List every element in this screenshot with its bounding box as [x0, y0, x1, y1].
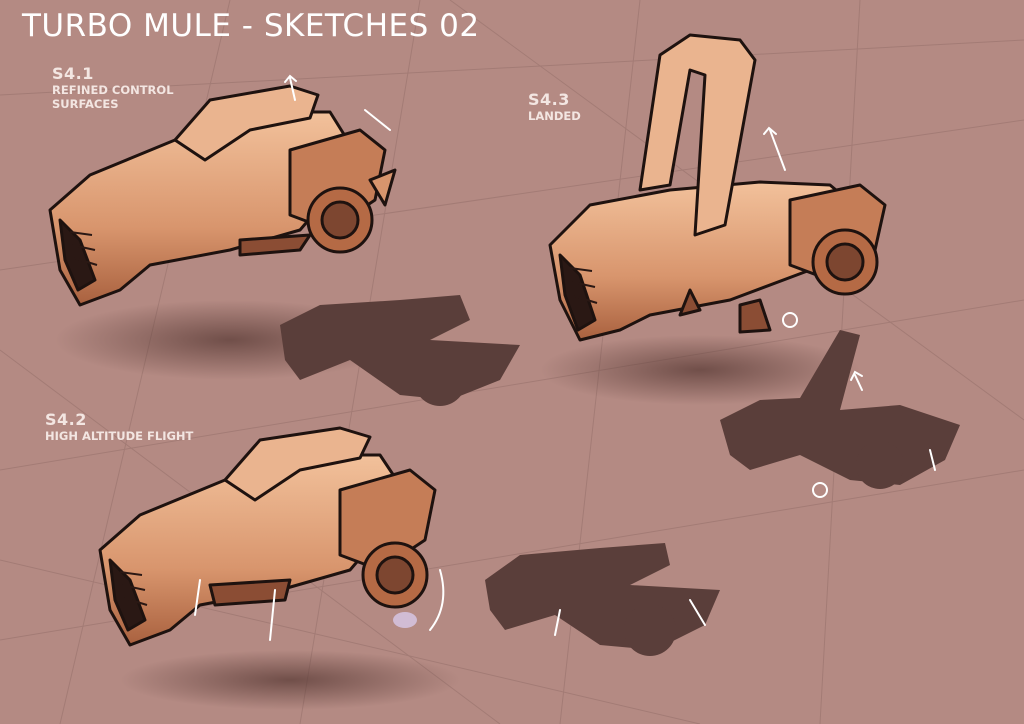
vehicle-s4-2 [98, 426, 460, 710]
silhouette-s4-3 [720, 330, 960, 489]
sketch-description: HIGH ALTITUDE FLIGHT [45, 429, 194, 443]
sketch-description: REFINED CONTROL SURFACES [52, 83, 174, 111]
sketch-code: S4.2 [45, 410, 87, 429]
silhouette-s4-2 [485, 543, 720, 656]
sketch-code: S4.3 [528, 90, 570, 109]
sketch-label-s4-2: S4.2 HIGH ALTITUDE FLIGHT [45, 410, 193, 443]
motion-arrows [194, 74, 936, 641]
sketch-label-s4-3: S4.3 LANDED [528, 90, 581, 123]
sketch-description: LANDED [528, 109, 581, 123]
sheet-title: TURBO MULE - SKETCHES 02 [22, 8, 480, 44]
sketch-label-s4-1: S4.1 REFINED CONTROL SURFACES [52, 64, 182, 111]
vehicle-s4-3 [540, 33, 887, 405]
sketch-code: S4.1 [52, 64, 94, 83]
silhouette-s4-1 [280, 295, 520, 406]
